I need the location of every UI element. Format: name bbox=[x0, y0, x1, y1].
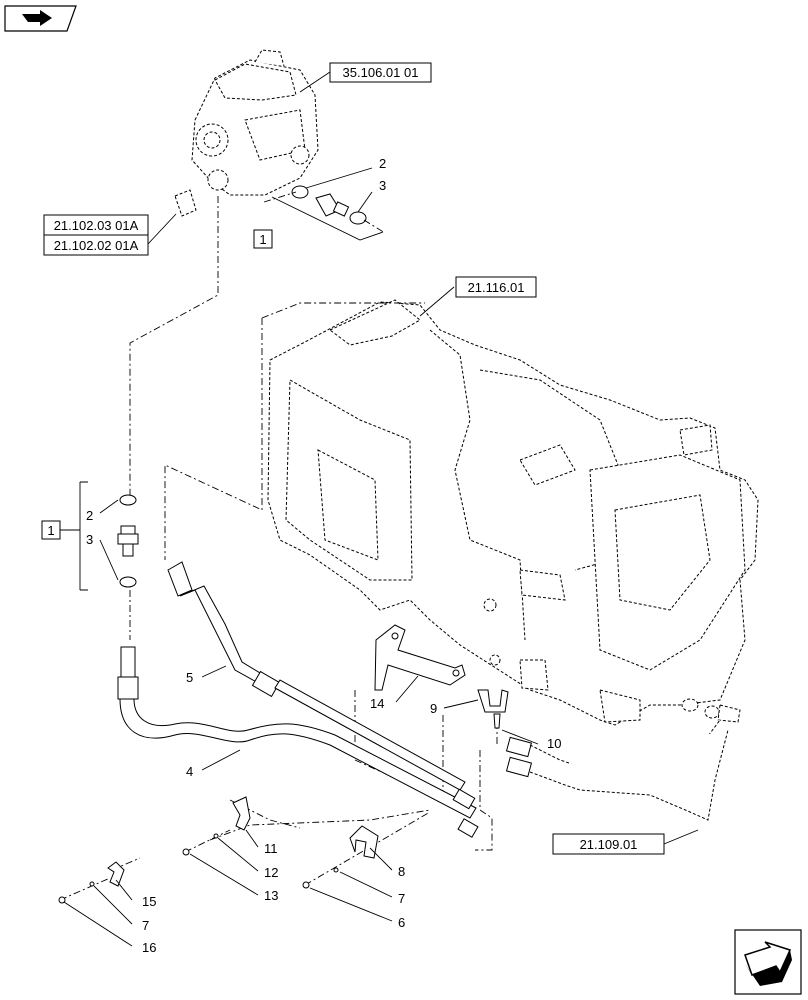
bracket-14 bbox=[374, 624, 466, 691]
bolt-6 bbox=[302, 867, 339, 889]
bracket-9 bbox=[477, 689, 509, 713]
hose-5 bbox=[167, 561, 476, 810]
callout-7-left: 7 bbox=[142, 918, 149, 933]
hose-4 bbox=[117, 646, 479, 838]
nav-toggle-icon[interactable] bbox=[4, 5, 77, 32]
ref-box-35-106-01-01[interactable]: 35.106.01 01 bbox=[329, 62, 432, 83]
svg-text:1: 1 bbox=[47, 523, 54, 538]
callout-numbers: 2 3 2 3 5 4 14 9 10 11 12 13 8 7 6 15 7 … bbox=[86, 156, 561, 955]
svg-text:21.102.02 01A: 21.102.02 01A bbox=[54, 238, 139, 253]
next-page-icon[interactable] bbox=[734, 929, 802, 995]
outlet-fittings-right bbox=[681, 698, 741, 723]
seal-ring-3-left bbox=[119, 576, 137, 588]
callout-4: 4 bbox=[186, 764, 193, 779]
fitting-assembly-top bbox=[263, 185, 386, 241]
callout-10: 10 bbox=[547, 736, 561, 751]
callout-2-top: 2 bbox=[379, 156, 386, 171]
svg-text:21.116.01: 21.116.01 bbox=[468, 280, 525, 295]
ref-box-21-116-01[interactable]: 21.116.01 bbox=[455, 276, 537, 298]
fitting-assembly-left bbox=[117, 494, 139, 588]
callout-16: 16 bbox=[142, 940, 156, 955]
kit-label-box-left: 1 bbox=[41, 520, 61, 540]
clip-8 bbox=[349, 825, 379, 859]
svg-text:1: 1 bbox=[259, 232, 266, 247]
svg-text:21.109.01: 21.109.01 bbox=[580, 837, 638, 852]
callout-3-left: 3 bbox=[86, 532, 93, 547]
leader-lines bbox=[60, 71, 699, 947]
ref-box-21-109-01[interactable]: 21.109.01 bbox=[552, 833, 665, 855]
seal-ring-2-top bbox=[291, 185, 309, 199]
callout-15: 15 bbox=[142, 894, 156, 909]
callout-3-top: 3 bbox=[379, 178, 386, 193]
bolt-13 bbox=[182, 833, 219, 856]
svg-text:21.102.03 01A: 21.102.03 01A bbox=[54, 218, 139, 233]
ref-box-21-102-03-01a[interactable]: 21.102.03 01A bbox=[43, 214, 149, 236]
callout-8: 8 bbox=[398, 864, 405, 879]
callout-13: 13 bbox=[264, 888, 278, 903]
tube-assembly-right bbox=[505, 719, 729, 821]
clip-11 bbox=[232, 796, 251, 831]
callout-11: 11 bbox=[264, 841, 278, 856]
callout-14: 14 bbox=[370, 696, 384, 711]
transmission-housing-illustration bbox=[267, 299, 759, 726]
callout-7-right: 7 bbox=[398, 891, 405, 906]
callout-9: 9 bbox=[430, 701, 437, 716]
callout-2-left: 2 bbox=[86, 508, 93, 523]
ref-box-21-102-02-01a[interactable]: 21.102.02 01A bbox=[43, 234, 149, 256]
hydraulic-pump-illustration bbox=[174, 49, 319, 217]
seal-ring-2-left bbox=[119, 494, 137, 506]
callout-6: 6 bbox=[398, 915, 405, 930]
callout-5: 5 bbox=[186, 670, 193, 685]
svg-text:35.106.01 01: 35.106.01 01 bbox=[343, 65, 419, 80]
bolt-16 bbox=[58, 881, 95, 904]
callout-12: 12 bbox=[264, 865, 278, 880]
connector-fitting-left bbox=[120, 525, 136, 535]
clip-15 bbox=[107, 861, 125, 887]
kit-label-box-top: 1 bbox=[253, 229, 273, 249]
bolt-10 bbox=[493, 713, 501, 729]
seal-ring-3-top bbox=[349, 211, 367, 225]
